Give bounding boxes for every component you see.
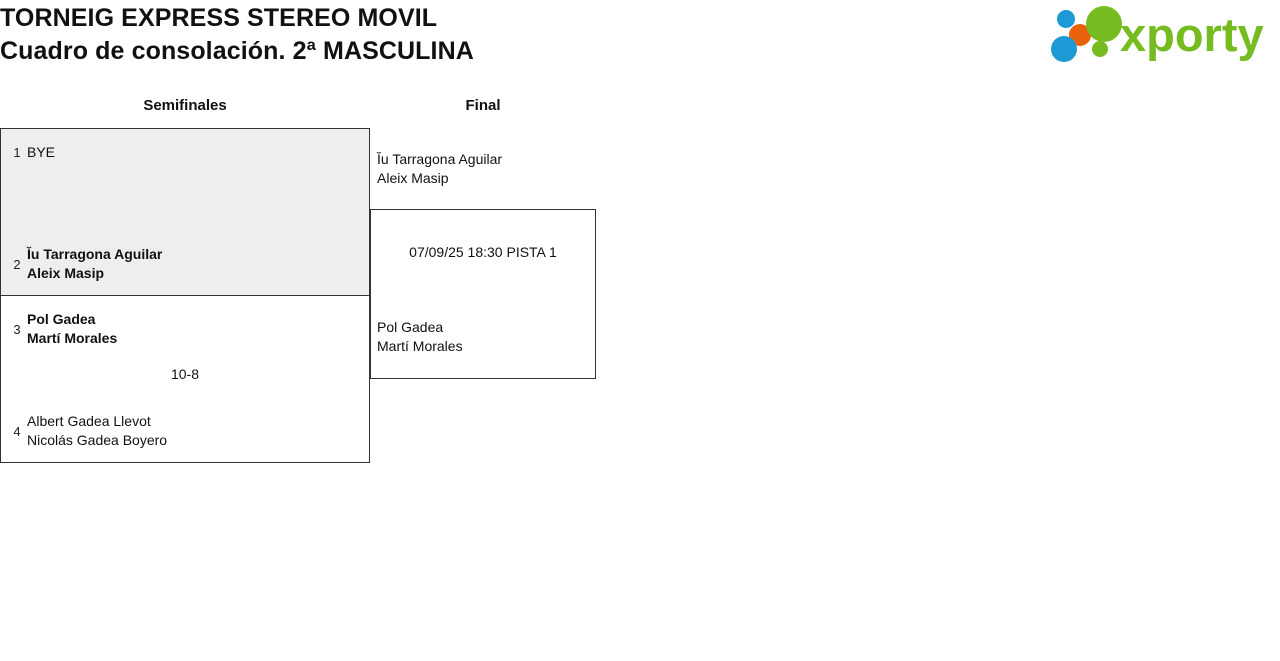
logo-dot-blue-large — [1051, 36, 1077, 62]
player-name-1: BYE — [27, 144, 56, 160]
player-name-1: Ĭu Tarragona Aguilar — [27, 246, 163, 262]
player-name-2: Nicolás Gadea Boyero — [27, 432, 168, 448]
match-semifinal-1[interactable]: 1 BYE 2 Ĭu Tarragona Aguilar Aleix Masip — [0, 128, 370, 296]
player-name-1: Pol Gadea — [377, 319, 444, 335]
logo-dot-orange — [1069, 24, 1091, 46]
player-name-2: Martí Morales — [27, 330, 118, 346]
match-schedule: 07/09/25 18:30 PISTA 1 — [409, 244, 557, 260]
team-name: Pol Gadea Martí Morales — [27, 310, 117, 348]
match-final[interactable] — [370, 209, 596, 379]
round-label-semifinals: Semifinales — [143, 97, 227, 114]
player-name-1: Ĭu Tarragona Aguilar — [377, 151, 503, 167]
final-team-bottom: Pol Gadea Martí Morales — [377, 318, 463, 356]
match-slot-top[interactable]: 3 Pol Gadea Martí Morales — [1, 310, 369, 348]
logo-wordmark: xporty — [1120, 8, 1264, 61]
player-name-1: Pol Gadea — [27, 311, 96, 327]
team-name: Ĭu Tarragona Aguilar Aleix Masip — [27, 245, 162, 283]
xporty-logo[interactable]: xporty — [1048, 4, 1276, 62]
player-name-2: Martí Morales — [377, 338, 463, 354]
seed-number: 3 — [13, 321, 21, 337]
seed-number: 1 — [13, 145, 21, 160]
logo-dot-blue-small — [1057, 10, 1075, 28]
team-name: Albert Gadea Llevot Nicolás Gadea Boyero — [27, 412, 167, 450]
team-name: BYE — [27, 143, 55, 162]
page-header: TORNEIG EXPRESS STEREO MOVIL Cuadro de c… — [0, 0, 1280, 86]
seed-number: 4 — [13, 423, 21, 439]
match-slot-bottom[interactable]: 2 Ĭu Tarragona Aguilar Aleix Masip — [1, 245, 369, 283]
round-label-final: Final — [465, 97, 501, 114]
match-slot-top[interactable]: 1 BYE — [1, 143, 369, 162]
tournament-name: TORNEIG EXPRESS STEREO MOVIL — [0, 4, 438, 32]
logo-dot-green-small — [1092, 41, 1108, 57]
logo-dot-green-large — [1086, 6, 1122, 42]
bracket-subtitle: Cuadro de consolación. 2ª MASCULINA — [0, 37, 474, 65]
player-name-1: Albert Gadea Llevot — [27, 413, 151, 429]
xporty-logo-graphic: xporty — [1051, 6, 1264, 62]
match-slot-bottom[interactable]: 4 Albert Gadea Llevot Nicolás Gadea Boye… — [1, 412, 369, 450]
player-name-2: Aleix Masip — [27, 265, 105, 281]
match-score: 10-8 — [170, 366, 200, 382]
final-team-top: Ĭu Tarragona Aguilar Aleix Masip — [377, 150, 502, 188]
match-semifinal-2[interactable]: 3 Pol Gadea Martí Morales 10-8 4 Albert … — [0, 295, 370, 463]
player-name-2: Aleix Masip — [377, 170, 449, 186]
tournament-title-block: TORNEIG EXPRESS STEREO MOVIL Cuadro de c… — [0, 2, 860, 68]
seed-number: 2 — [13, 256, 21, 272]
